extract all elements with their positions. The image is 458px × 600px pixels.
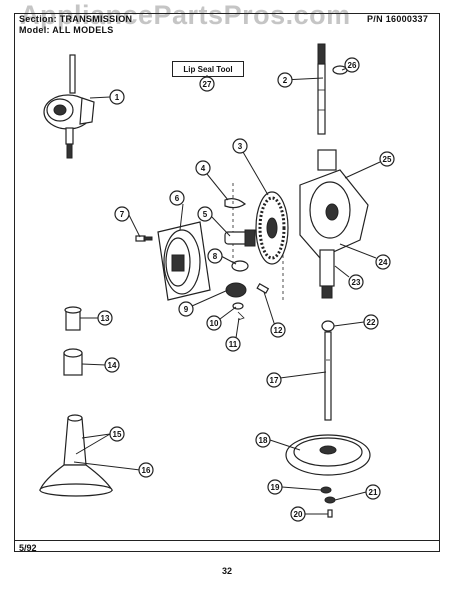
svg-text:27: 27 <box>203 80 212 89</box>
drive-shaft-part <box>324 331 332 421</box>
svg-text:9: 9 <box>184 305 189 314</box>
callout-13: 13 <box>97 310 113 326</box>
svg-text:25: 25 <box>383 155 392 164</box>
callout-1: 1 <box>109 89 125 105</box>
set-screw-part <box>327 509 333 518</box>
small-gear-part <box>225 282 247 298</box>
callout-14: 14 <box>104 357 120 373</box>
page-number: 32 <box>222 566 233 576</box>
agitator-shaft-part <box>317 43 326 135</box>
callout-26: 26 <box>344 57 360 73</box>
callout-23: 23 <box>348 274 364 290</box>
nut-part <box>324 496 336 504</box>
svg-text:19: 19 <box>271 483 280 492</box>
cam-part <box>231 260 249 272</box>
part-number: P/N 16000337 <box>367 14 429 24</box>
callout-21: 21 <box>365 484 381 500</box>
callout-27: 27 <box>199 76 215 92</box>
callout-7: 7 <box>114 206 130 222</box>
svg-text:15: 15 <box>113 430 122 439</box>
footer-divider <box>14 540 440 541</box>
callout-8: 8 <box>207 248 223 264</box>
seal-bushing-part <box>63 348 83 376</box>
spring-clip-part <box>224 198 247 209</box>
transmission-assembly-part <box>43 54 95 159</box>
svg-text:23: 23 <box>352 278 361 287</box>
pinion-assembly-part <box>224 229 256 247</box>
svg-text:8: 8 <box>213 252 218 261</box>
svg-text:11: 11 <box>229 340 238 349</box>
revision-date: 5/92 <box>19 543 37 553</box>
callout-20: 20 <box>290 506 306 522</box>
svg-text:7: 7 <box>120 210 125 219</box>
callout-6: 6 <box>169 190 185 206</box>
callout-16: 16 <box>138 462 154 478</box>
callout-24: 24 <box>375 254 391 270</box>
svg-text:6: 6 <box>175 194 180 203</box>
pin-part <box>237 311 245 321</box>
svg-text:10: 10 <box>210 319 219 328</box>
svg-text:4: 4 <box>201 164 206 173</box>
svg-text:24: 24 <box>379 258 388 267</box>
callout-9: 9 <box>178 301 194 317</box>
callout-17: 17 <box>266 372 282 388</box>
bushing-part <box>321 320 335 332</box>
svg-text:21: 21 <box>369 488 378 497</box>
lock-washer-part <box>320 486 332 494</box>
svg-text:18: 18 <box>259 436 268 445</box>
gear-housing-part <box>299 149 369 299</box>
callout-25: 25 <box>379 151 395 167</box>
svg-text:2: 2 <box>283 76 288 85</box>
transmission-cover-part <box>157 221 211 301</box>
callout-22: 22 <box>363 314 379 330</box>
svg-text:26: 26 <box>348 61 357 70</box>
callout-18: 18 <box>255 432 271 448</box>
svg-text:16: 16 <box>142 466 151 475</box>
svg-text:5: 5 <box>203 210 208 219</box>
svg-text:12: 12 <box>274 326 283 335</box>
callout-4: 4 <box>195 160 211 176</box>
diagram-frame <box>14 13 440 552</box>
section-label: Section: TRANSMISSION <box>19 14 133 24</box>
lip-seal-part <box>64 306 82 331</box>
svg-text:22: 22 <box>367 318 376 327</box>
svg-text:14: 14 <box>108 361 117 370</box>
model-label: Model: ALL MODELS <box>19 25 114 35</box>
key-part <box>256 282 270 294</box>
agitator-base-part <box>39 414 114 497</box>
callout-3: 3 <box>232 138 248 154</box>
svg-text:20: 20 <box>294 510 303 519</box>
callout-10: 10 <box>206 315 222 331</box>
svg-text:1: 1 <box>115 93 120 102</box>
cover-bolt-part <box>135 235 153 242</box>
callout-11: 11 <box>225 336 241 352</box>
svg-text:13: 13 <box>101 314 110 323</box>
svg-text:17: 17 <box>270 376 279 385</box>
callout-5: 5 <box>197 206 213 222</box>
callout-19: 19 <box>267 479 283 495</box>
svg-text:3: 3 <box>238 142 243 151</box>
callout-12: 12 <box>270 322 286 338</box>
drive-gear-part <box>255 191 289 265</box>
callout-2: 2 <box>277 72 293 88</box>
watermark: AppliancePartsPros.com <box>20 0 351 30</box>
callout-15: 15 <box>109 426 125 442</box>
pulley-part <box>285 434 371 476</box>
